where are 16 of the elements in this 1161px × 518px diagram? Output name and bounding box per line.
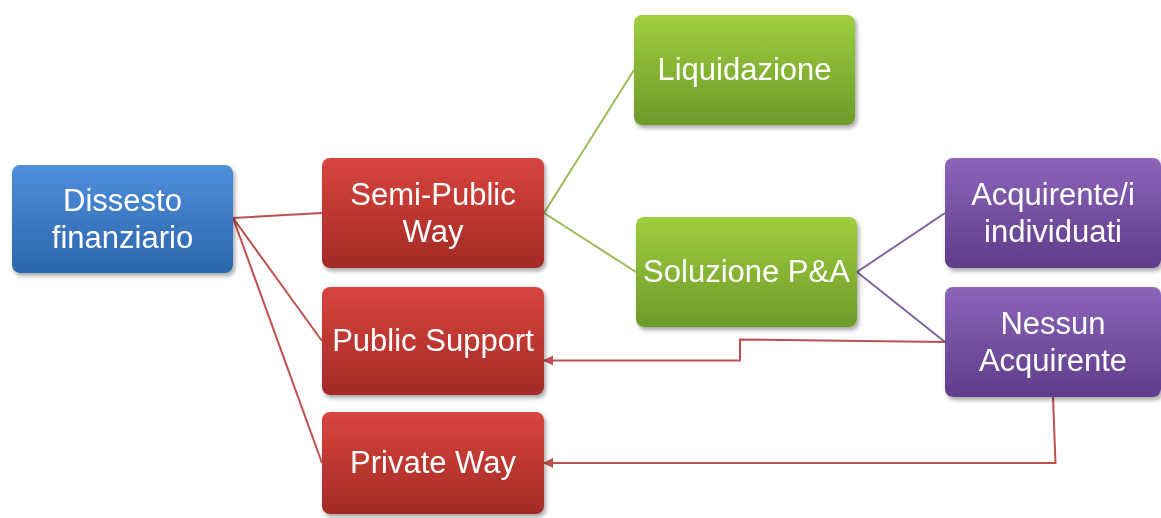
process-box: Public Support	[322, 287, 544, 395]
process-box: Liquidazione	[634, 15, 855, 125]
process-box: Nessun Acquirente	[945, 287, 1161, 397]
connector-line	[232, 216, 323, 342]
connector-line	[856, 212, 946, 273]
arrow	[543, 396, 1057, 468]
process-box: Private Way	[322, 412, 544, 514]
process-box: Soluzione P&A	[636, 217, 857, 327]
arrow	[543, 338, 946, 366]
connector-line	[543, 69, 635, 214]
process-box: Dissesto finanziario	[12, 165, 233, 273]
connector-line	[543, 212, 637, 273]
connector-line	[232, 212, 323, 219]
connector-line	[856, 271, 946, 343]
process-box: Semi-Public Way	[322, 158, 544, 268]
process-box: Acquirente/i individuati	[945, 158, 1161, 268]
